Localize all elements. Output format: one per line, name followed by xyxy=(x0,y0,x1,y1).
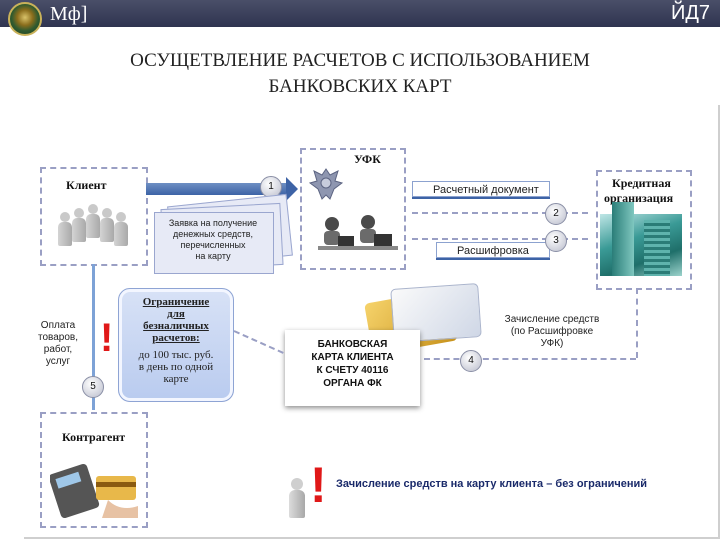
limit-title-line: для xyxy=(167,308,185,320)
thinking-person-icon xyxy=(288,470,308,520)
step-4-marker: 4 xyxy=(460,350,482,372)
person-icon xyxy=(86,204,100,238)
arrow-client-to-ufk xyxy=(146,177,298,201)
request-document xyxy=(154,212,274,274)
credit-note-line: Зачисление средств xyxy=(504,314,600,325)
payment-note-line: услуг xyxy=(45,356,71,367)
page-number: ЙД7 xyxy=(670,2,710,24)
settlement-document: Расчетный документ xyxy=(412,181,550,197)
note-exclamation-icon: ! xyxy=(310,457,327,513)
limit-title-line: Ограничение xyxy=(142,296,210,308)
client-card-text: БАНКОВСКАЯ КАРТА КЛИЕНТА К СЧЕТУ 40116 О… xyxy=(285,338,420,390)
limit-title-line: расчетов: xyxy=(152,332,200,344)
limit-body-line: до 100 тыс. руб. xyxy=(138,349,214,361)
credit-note-line: УФК) xyxy=(540,338,564,349)
request-text-line: денежных средств, xyxy=(172,229,254,239)
footer-note: Зачисление средств на карту клиента – бе… xyxy=(336,478,648,490)
card-text-line: К СЧЕТУ 40116 xyxy=(316,365,389,376)
request-text-line: на карту xyxy=(195,251,231,261)
card-text-line: ОРГАНА ФК xyxy=(323,378,382,389)
payment-exclamation-icon: ! xyxy=(100,316,114,360)
payment-note-line: товаров, xyxy=(37,332,78,343)
limit-body-line: карте xyxy=(163,373,189,385)
step-2-marker: 2 xyxy=(545,203,567,225)
arrow-doc-to-bank xyxy=(412,212,588,214)
credit-note-line: (по Расшифровке xyxy=(510,326,594,337)
limit-body-line: в день по одной xyxy=(138,361,214,373)
request-text-line: перечисленных xyxy=(180,240,246,250)
person-icon xyxy=(114,212,128,246)
title-line-1: ОСУЩЕТВЛЕНИЕ РАСЧЕТОВ С ИСПОЛЬЗОВАНИЕМ xyxy=(130,50,590,71)
title-line-2: БАНКОВСКИХ КАРТ xyxy=(268,76,452,97)
limit-title-line: безналичных xyxy=(143,320,209,332)
diagram-frame xyxy=(24,105,720,539)
arrow-decode-to-bank xyxy=(412,238,588,240)
person-icon xyxy=(58,212,72,246)
client-label: Клиент xyxy=(66,178,107,192)
emblem-logo xyxy=(8,2,42,36)
person-icon xyxy=(72,208,86,242)
limit-box: Ограничение для безналичных расчетов: до… xyxy=(118,288,234,402)
arrow-bank-down xyxy=(636,288,638,358)
credit-note: Зачисление средств (по Расшифровке УФК) xyxy=(492,314,612,350)
arrow-bank-to-card xyxy=(424,358,636,360)
coat-of-arms-icon xyxy=(308,168,344,200)
bank-label-line-1: Кредитная xyxy=(612,176,671,190)
brand-text: Мф] xyxy=(50,3,88,25)
top-bar xyxy=(0,0,720,27)
operators-icon xyxy=(318,215,398,250)
client-card-box: БАНКОВСКАЯ КАРТА КЛИЕНТА К СЧЕТУ 40116 О… xyxy=(285,330,420,406)
arrow-client-to-contractor xyxy=(92,264,95,410)
payment-note-line: работ, xyxy=(43,344,73,355)
person-icon xyxy=(100,208,114,242)
step-3-marker: 3 xyxy=(545,230,567,252)
people-group-icon xyxy=(58,202,138,252)
card-text-line: КАРТА КЛИЕНТА xyxy=(311,352,394,363)
bank-label-line-2: организация xyxy=(604,191,674,205)
step-5-marker: 5 xyxy=(82,376,104,398)
payment-terminal-icon xyxy=(50,463,138,518)
limit-body: до 100 тыс. руб. в день по одной карте xyxy=(119,349,233,385)
request-text-line: Заявка на получение xyxy=(168,218,258,228)
payment-note-line: Оплата xyxy=(40,320,76,331)
bank-building-icon xyxy=(600,202,682,276)
card-text-line: БАНКОВСКАЯ xyxy=(317,339,388,350)
payment-note: Оплата товаров, работ, услуг xyxy=(28,320,88,368)
request-document-text: Заявка на получение денежных средств, пе… xyxy=(156,218,270,262)
ufk-label: УФК xyxy=(354,152,381,166)
limit-title: Ограничение для безналичных расчетов: xyxy=(119,296,233,344)
page-title: ОСУЩЕТВЛЕНИЕ РАСЧЕТОВ С ИСПОЛЬЗОВАНИЕМ Б… xyxy=(20,48,700,100)
contractor-label: Контрагент xyxy=(62,430,126,444)
decode-document: Расшифровка xyxy=(436,242,550,258)
